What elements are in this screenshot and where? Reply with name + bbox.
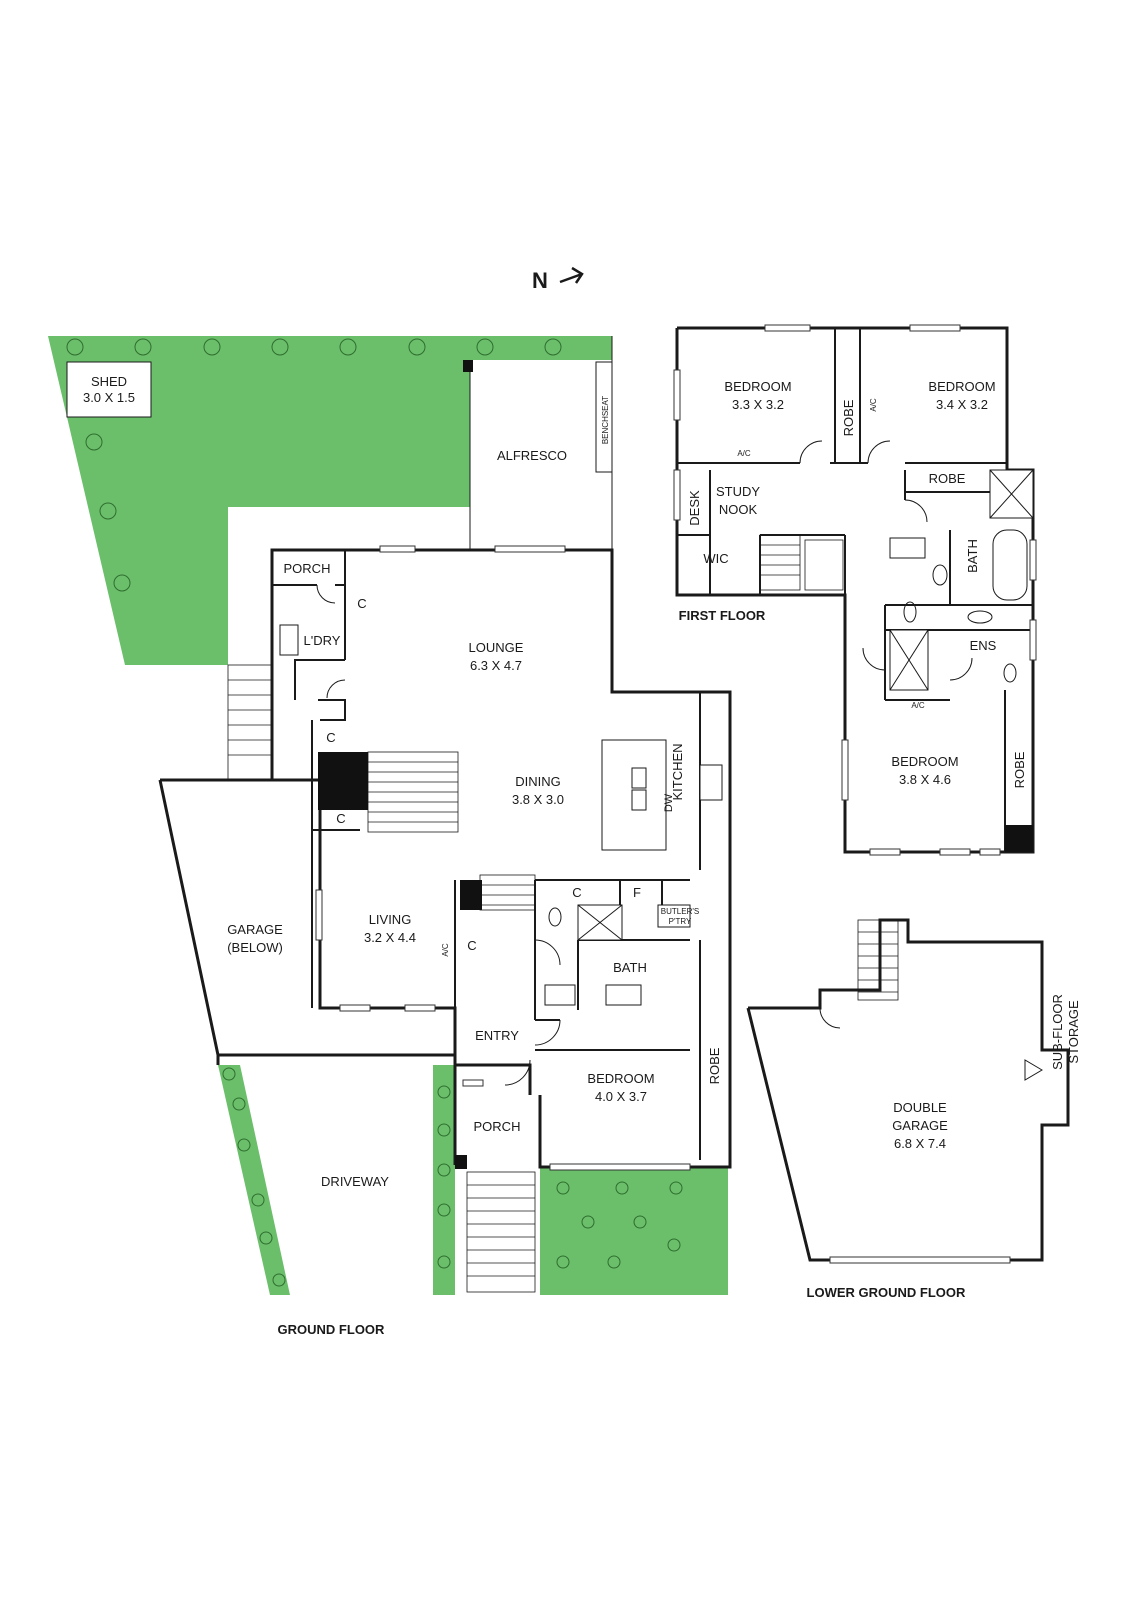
living-label: LIVING (369, 912, 412, 927)
driveway-label: DRIVEWAY (321, 1174, 389, 1189)
side-stairs (227, 664, 273, 781)
shed (66, 361, 152, 418)
living-dims: 3.2 X 4.4 (364, 930, 416, 945)
front-garden-mid (433, 1065, 455, 1295)
bath-label: BATH (965, 539, 980, 573)
porch-front-label: PORCH (474, 1119, 521, 1134)
laundry-label: L'DRY (304, 633, 341, 648)
shed-label: SHED (91, 374, 127, 389)
shed-dims: 3.0 X 1.5 (83, 390, 135, 405)
garage-stairs (857, 919, 899, 1001)
double-garage-label: DOUBLE (893, 1100, 947, 1115)
ac-label: A/C (869, 398, 878, 412)
robe-label: ROBE (1012, 751, 1027, 788)
ground-floor-labels: SHED 3.0 X 1.5 ALFRESCO BENCHSEAT PORCH … (83, 374, 722, 1337)
bathtub (992, 529, 1028, 601)
bedroom-label: BEDROOM (891, 754, 958, 769)
robe-label: ROBE (929, 471, 966, 486)
chimney (318, 752, 368, 810)
ground-floor-title: GROUND FLOOR (278, 1322, 385, 1337)
cupboard-label: C (336, 811, 345, 826)
garage-below-label: (BELOW) (227, 940, 283, 955)
desk-label: DESK (687, 490, 702, 526)
dishwasher-label: DW (663, 793, 675, 812)
bedroom-dims: 4.0 X 3.7 (595, 1089, 647, 1104)
porch-rear-label: PORCH (284, 561, 331, 576)
bedroom-dims: 3.3 X 3.2 (732, 397, 784, 412)
garage-below-label: GARAGE (227, 922, 283, 937)
storage-label: SUB-FLOOR (1050, 994, 1065, 1070)
bedroom-dims: 3.4 X 3.2 (936, 397, 988, 412)
internal-stairs (367, 751, 459, 833)
north-letter: N (532, 268, 548, 293)
double-garage-dims: 6.8 X 7.4 (894, 1136, 946, 1151)
lower-floor-title: LOWER GROUND FLOOR (807, 1285, 966, 1300)
butlers-label: BUTLER'S (661, 907, 699, 916)
bedroom-label: BEDROOM (928, 379, 995, 394)
bedroom-label: BEDROOM (724, 379, 791, 394)
bath-label: BATH (613, 960, 647, 975)
front-garden-left (218, 1065, 290, 1295)
alfresco-label: ALFRESCO (497, 448, 567, 463)
rear-garden (48, 336, 612, 665)
ensuite-label: ENS (970, 638, 997, 653)
dining-dims: 3.8 X 3.0 (512, 792, 564, 807)
first-floor-title: FIRST FLOOR (679, 608, 766, 623)
front-garden-right (540, 1167, 728, 1295)
benchseat (595, 361, 613, 473)
study-label: NOOK (719, 502, 758, 517)
tree-icons (66, 338, 683, 1287)
entry-label: ENTRY (475, 1028, 519, 1043)
first-floor-stairs (759, 534, 844, 591)
study-label: STUDY (716, 484, 760, 499)
first-floor-labels: BEDROOM 3.3 X 3.2 BEDROOM 3.4 X 3.2 ROBE… (679, 379, 1027, 788)
ground-floor (48, 336, 732, 1295)
garage-door (829, 1256, 1011, 1264)
lounge-dims: 6.3 X 4.7 (470, 658, 522, 673)
first-floor (673, 324, 1037, 856)
fridge-label: F (633, 885, 641, 900)
butlers-label: P'TRY (669, 917, 692, 926)
robe-label: ROBE (707, 1047, 722, 1084)
cooktop (699, 764, 723, 801)
double-garage-label: GARAGE (892, 1118, 948, 1133)
dining-label: DINING (515, 774, 561, 789)
cupboard-label: C (572, 885, 581, 900)
lounge-label: LOUNGE (469, 640, 524, 655)
cupboard-label: C (357, 596, 366, 611)
lower-ground-floor (746, 918, 1070, 1264)
lower-floor-labels: DOUBLE GARAGE 6.8 X 7.4 SUB-FLOOR STORAG… (807, 994, 1081, 1300)
front-steps (466, 1171, 536, 1293)
cupboard-label: C (467, 938, 476, 953)
ac-label: A/C (441, 943, 450, 957)
ac-label: A/C (911, 701, 925, 710)
arrow-right-icon (559, 266, 584, 284)
bedroom-dims: 3.8 X 4.6 (899, 772, 951, 787)
landing-stairs (479, 874, 536, 911)
benchseat-label: BENCHSEAT (601, 396, 610, 444)
bedroom-label: BEDROOM (587, 1071, 654, 1086)
wic-label: WIC (703, 551, 728, 566)
robe-label: ROBE (841, 399, 856, 436)
north-indicator: N (532, 266, 584, 293)
kitchen-label: KITCHEN (670, 743, 685, 800)
storage-label: STORAGE (1066, 1000, 1081, 1064)
cupboard-label: C (326, 730, 335, 745)
ac-label: A/C (737, 449, 751, 458)
